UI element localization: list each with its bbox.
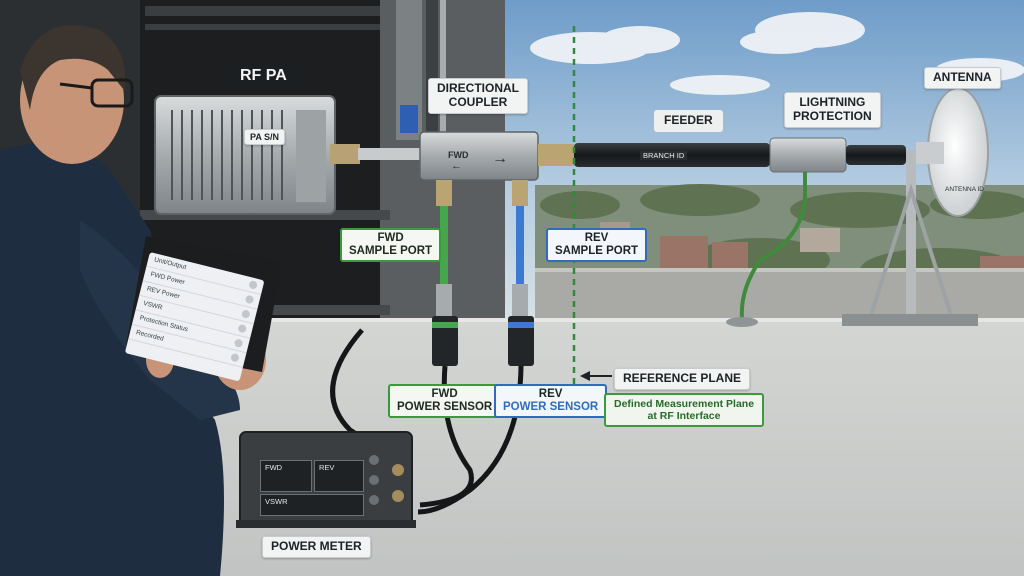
coupler-rev-arrow: → [492, 150, 508, 167]
defined-measurement-plane-note: Defined Measurement Plane at RF Interfac… [604, 393, 765, 428]
directional-coupler-label: DIRECTIONAL COUPLER [428, 78, 528, 114]
rev-sample-port-label: REV SAMPLE PORT [546, 228, 648, 263]
fwd-sample-port-label: FWD SAMPLE PORT [340, 228, 442, 263]
lightning-protection-label: LIGHTNING PROTECTION [784, 92, 881, 128]
meter-fwd-label: FWD [265, 463, 283, 472]
fwd-power-sensor-label: FWD POWER SENSOR [388, 384, 502, 419]
rev-power-sensor-label: REV POWER SENSOR [494, 384, 608, 419]
rf-pa-label: RF PA [232, 64, 295, 89]
antenna-label: ANTENNA [924, 67, 1001, 89]
branch-id-tag: BRANCH ID [640, 151, 688, 160]
pa-serial-tag: PA S/N [244, 129, 286, 146]
meter-vswr-label: VSWR [265, 497, 288, 506]
power-meter-label: POWER METER [262, 536, 371, 558]
antenna-id-tag: ANTENNA ID [945, 186, 985, 193]
feeder-label: FEEDER [654, 110, 723, 132]
coupler-fwd-arrow: ← [451, 160, 462, 172]
coupler-fwd-mark: FWD [448, 150, 469, 160]
meter-fwd-window: FWD [260, 460, 312, 492]
meter-rev-window: REV [314, 460, 364, 492]
reference-plane-label: REFERENCE PLANE [614, 368, 751, 390]
meter-rev-label: REV [319, 463, 335, 472]
meter-vswr-window: VSWR [260, 494, 364, 516]
